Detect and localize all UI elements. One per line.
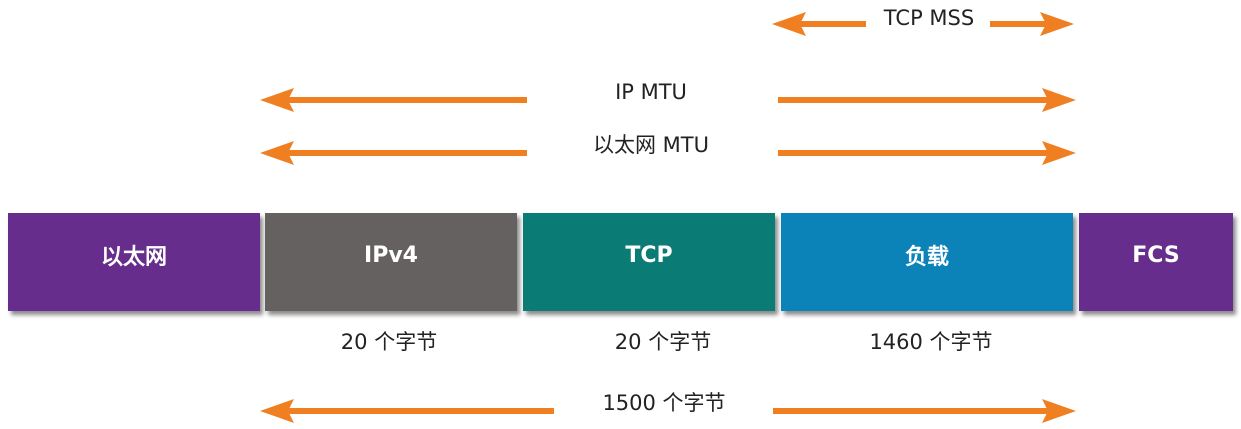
ethernet-mtu-arrowhead-left bbox=[260, 141, 294, 165]
ipv4-header-label: IPv4 bbox=[364, 242, 418, 268]
tcp-mss-label: TCP MSS bbox=[883, 6, 975, 30]
tcp-header-segment: TCP bbox=[523, 213, 775, 311]
ethernet-mtu-label: 以太网 MTU bbox=[593, 133, 709, 157]
ipv4-header-segment: IPv4 bbox=[265, 213, 517, 311]
ip-mtu-label: IP MTU bbox=[615, 80, 687, 104]
ethernet-header-segment: 以太网 bbox=[8, 213, 260, 311]
fcs-segment: FCS bbox=[1079, 213, 1233, 311]
ip-mtu-arrowhead-right bbox=[1042, 88, 1076, 112]
tcp-mss-arrowhead-right bbox=[1040, 12, 1074, 36]
ip-mtu-arrowhead-left bbox=[260, 88, 294, 112]
tcp-header-label: TCP bbox=[625, 242, 673, 268]
payload-size-label: 1460 个字节 bbox=[869, 330, 993, 354]
total-arrowhead-right bbox=[1042, 399, 1076, 423]
total-size-label: 1500 个字节 bbox=[602, 391, 726, 415]
ethernet-header-label: 以太网 bbox=[100, 245, 167, 270]
fcs-label: FCS bbox=[1132, 242, 1180, 268]
ethernet-mtu-arrowhead-right bbox=[1042, 141, 1076, 165]
tcp-size-label: 20 个字节 bbox=[614, 330, 712, 354]
tcp-mss-arrowhead-left bbox=[772, 12, 806, 36]
payload-label: 负载 bbox=[904, 245, 949, 270]
total-arrowhead-left bbox=[260, 399, 294, 423]
payload-segment: 负载 bbox=[781, 213, 1073, 311]
ipv4-size-label: 20 个字节 bbox=[340, 330, 438, 354]
